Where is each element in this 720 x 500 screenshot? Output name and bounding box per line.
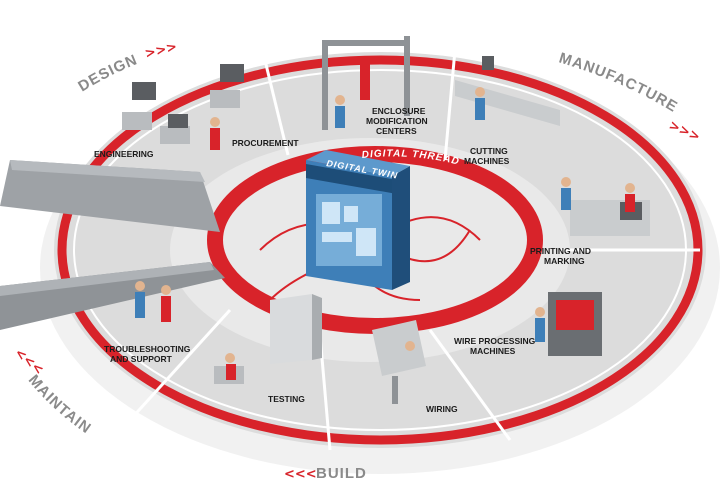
station-label-wiring-0: WIRING xyxy=(426,404,458,414)
ramp-lower-top xyxy=(0,262,214,296)
phase-label-build: BUILD xyxy=(316,465,367,482)
phase-label-maintain: MAINTAIN xyxy=(25,372,95,438)
station-label-printing-1: MARKING xyxy=(544,256,585,266)
phase-design: DESIGN >>> xyxy=(75,39,178,95)
phase-arrows-maintain: <<< xyxy=(11,346,46,379)
ramp-lower xyxy=(0,262,225,330)
station-wire-processing: WIRE PROCESSING MACHINES xyxy=(454,336,536,356)
ramp-upper-top xyxy=(10,160,205,182)
station-label-procurement-0: PROCUREMENT xyxy=(232,138,299,148)
station-label-engineering-0: ENGINEERING xyxy=(94,149,154,159)
station-printing: PRINTING AND MARKING xyxy=(530,246,591,266)
phase-arrows-design: >>> xyxy=(143,39,178,61)
station-cutting: CUTTING MACHINES xyxy=(464,146,510,166)
station-label-enclosure-2: CENTERS xyxy=(376,126,417,136)
station-label-cutting-0: CUTTING xyxy=(470,146,508,156)
digital-twin-cabinet xyxy=(306,150,410,290)
station-label-wire-processing-0: WIRE PROCESSING xyxy=(454,336,536,346)
station-label-printing-0: PRINTING AND xyxy=(530,246,591,256)
station-engineering: ENGINEERING xyxy=(94,149,154,159)
station-troubleshooting: TROUBLESHOOTING AND SUPPORT xyxy=(104,344,191,364)
station-label-troubleshooting-1: AND SUPPORT xyxy=(110,354,173,364)
digital-thread-ring xyxy=(207,146,543,334)
station-label-testing-0: TESTING xyxy=(268,394,305,404)
station-label-wire-processing-1: MACHINES xyxy=(470,346,516,356)
phase-label-design: DESIGN xyxy=(75,51,140,95)
station-label-troubleshooting-0: TROUBLESHOOTING xyxy=(104,344,191,354)
station-procurement: PROCUREMENT xyxy=(232,138,299,148)
station-wiring: WIRING xyxy=(426,404,458,414)
phase-arrows-build: <<< xyxy=(284,467,317,482)
station-label-cutting-1: MACHINES xyxy=(464,156,510,166)
station-label-enclosure-1: MODIFICATION xyxy=(366,116,428,126)
station-testing: TESTING xyxy=(268,394,305,404)
phase-build: <<< BUILD xyxy=(284,465,367,482)
phase-arrows-manufacture: >>> xyxy=(666,118,702,145)
station-enclosure: ENCLOSURE MODIFICATION CENTERS xyxy=(366,106,428,136)
station-label-enclosure-0: ENCLOSURE xyxy=(372,106,426,116)
station-figures xyxy=(122,36,650,404)
